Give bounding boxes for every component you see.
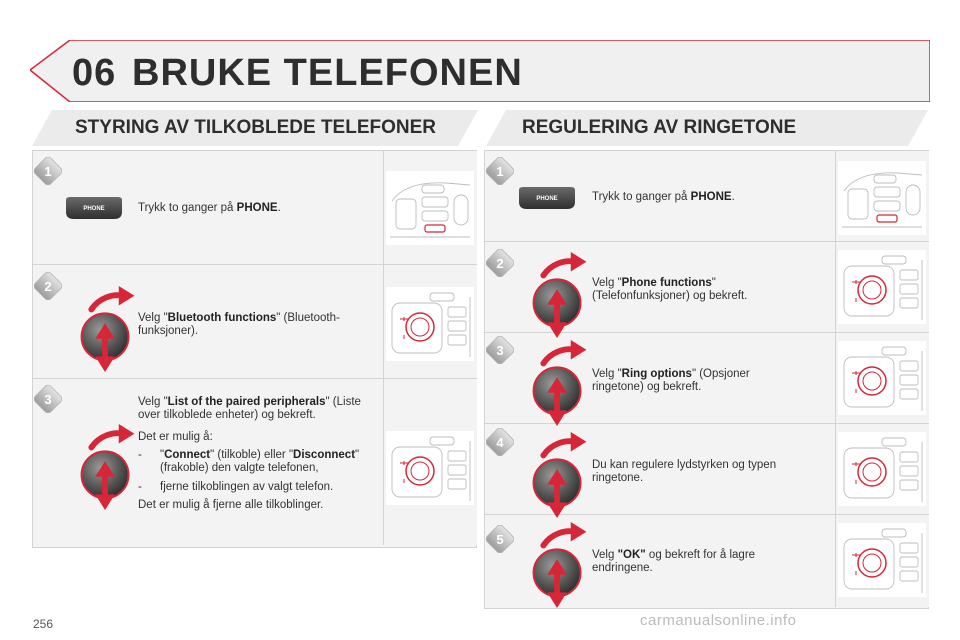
right-step-row bbox=[485, 424, 929, 515]
chapter-title: BRUKE TELEFONEN bbox=[132, 52, 523, 94]
right-step-4-text: Du kan regulere lydstyrken og typen ring… bbox=[592, 459, 777, 484]
rotary-knob-icon bbox=[72, 284, 142, 374]
dashboard-panel-image bbox=[386, 431, 474, 505]
left-step-row bbox=[33, 151, 477, 265]
note-outro: Det er mulig å fjerne alle tilkoblinger. bbox=[138, 499, 324, 511]
right-step-2-thumb bbox=[835, 242, 929, 332]
svg-text:5: 5 bbox=[496, 532, 503, 547]
dashboard-panel-image bbox=[386, 287, 474, 361]
left-step-1-thumb bbox=[383, 151, 477, 264]
svg-text:PHONE: PHONE bbox=[536, 196, 557, 202]
bullet-item: -fjerne tilkoblingen av valgt telefon. bbox=[138, 481, 334, 493]
header-band bbox=[30, 40, 930, 102]
step-badge: 2 bbox=[34, 272, 62, 300]
dashboard-panel-image bbox=[838, 432, 926, 506]
svg-text:PHONE: PHONE bbox=[83, 206, 104, 212]
note-intro: Det er mulig å: bbox=[138, 431, 213, 443]
right-section-title: REGULERING AV RINGETONE bbox=[522, 117, 797, 138]
right-step-row bbox=[485, 333, 929, 424]
step-number: 2 bbox=[44, 279, 51, 294]
left-step-2-thumb bbox=[383, 265, 477, 378]
step-badge: 5 bbox=[486, 525, 514, 553]
svg-text:2: 2 bbox=[496, 256, 503, 271]
dashboard-panel-image bbox=[838, 341, 926, 415]
phone-key-icon: PHONE bbox=[66, 197, 122, 219]
rotary-knob-icon bbox=[524, 520, 594, 610]
step-number: 3 bbox=[44, 392, 51, 407]
left-step-row bbox=[33, 265, 477, 379]
dashboard-panel-image bbox=[838, 523, 926, 597]
page-number: 256 bbox=[33, 617, 54, 631]
step-badge: 1 bbox=[34, 157, 62, 185]
right-step-row bbox=[485, 151, 929, 242]
step-badge: 4 bbox=[486, 428, 514, 456]
left-step-2-text: Velg "Bluetooth functions" (Bluetooth-fu… bbox=[138, 312, 340, 337]
right-step-3-thumb bbox=[835, 333, 929, 423]
watermark: carmanualsonline.info bbox=[640, 612, 797, 629]
bullet-item: -"Connect" (tilkoble) eller "Disconnect"… bbox=[138, 449, 360, 474]
rotary-knob-icon bbox=[524, 250, 594, 340]
rotary-knob-icon bbox=[524, 430, 594, 520]
left-section-band bbox=[32, 110, 478, 146]
phone-key-icon: PHONE bbox=[519, 187, 575, 209]
svg-text:4: 4 bbox=[496, 435, 504, 450]
right-step-1-text: Trykk to ganger på PHONE. bbox=[592, 191, 735, 203]
dashboard-panel-image bbox=[838, 250, 926, 324]
chapter-number: 06 bbox=[72, 52, 117, 94]
dashboard-panel-image bbox=[838, 161, 926, 235]
dashboard-panel-image bbox=[386, 171, 474, 245]
left-section-title: STYRING AV TILKOBLEDE TELEFONER bbox=[75, 117, 437, 138]
right-step-5-text: Velg "OK" og bekreft for å lagre endring… bbox=[592, 549, 756, 574]
step-badge: 1 bbox=[486, 157, 514, 185]
right-section-band bbox=[486, 110, 928, 146]
right-step-3-text: Velg "Ring options" (Opsjoner ringetone)… bbox=[592, 368, 750, 393]
rotary-knob-icon bbox=[524, 338, 594, 428]
right-step-5-thumb bbox=[835, 515, 929, 607]
step-number: 1 bbox=[44, 164, 51, 179]
step-badge: 3 bbox=[486, 336, 514, 364]
svg-text:1: 1 bbox=[496, 164, 503, 179]
left-step-3-thumb bbox=[383, 379, 477, 545]
right-step-2-text: Velg "Phone functions" (Telefonfunksjone… bbox=[592, 277, 748, 302]
rotary-knob-icon bbox=[72, 422, 142, 512]
left-step-3-text: Velg "List of the paired peripherals" (L… bbox=[138, 396, 366, 512]
right-step-row bbox=[485, 515, 929, 607]
svg-text:3: 3 bbox=[496, 343, 503, 358]
left-step-row bbox=[33, 379, 477, 545]
step-badge: 2 bbox=[486, 249, 514, 277]
right-step-row bbox=[485, 242, 929, 333]
step-badge: 3 bbox=[34, 385, 62, 413]
right-step-1-thumb bbox=[835, 151, 929, 241]
left-step-1-text: Trykk to ganger på PHONE. bbox=[138, 202, 281, 214]
right-step-4-thumb bbox=[835, 424, 929, 514]
